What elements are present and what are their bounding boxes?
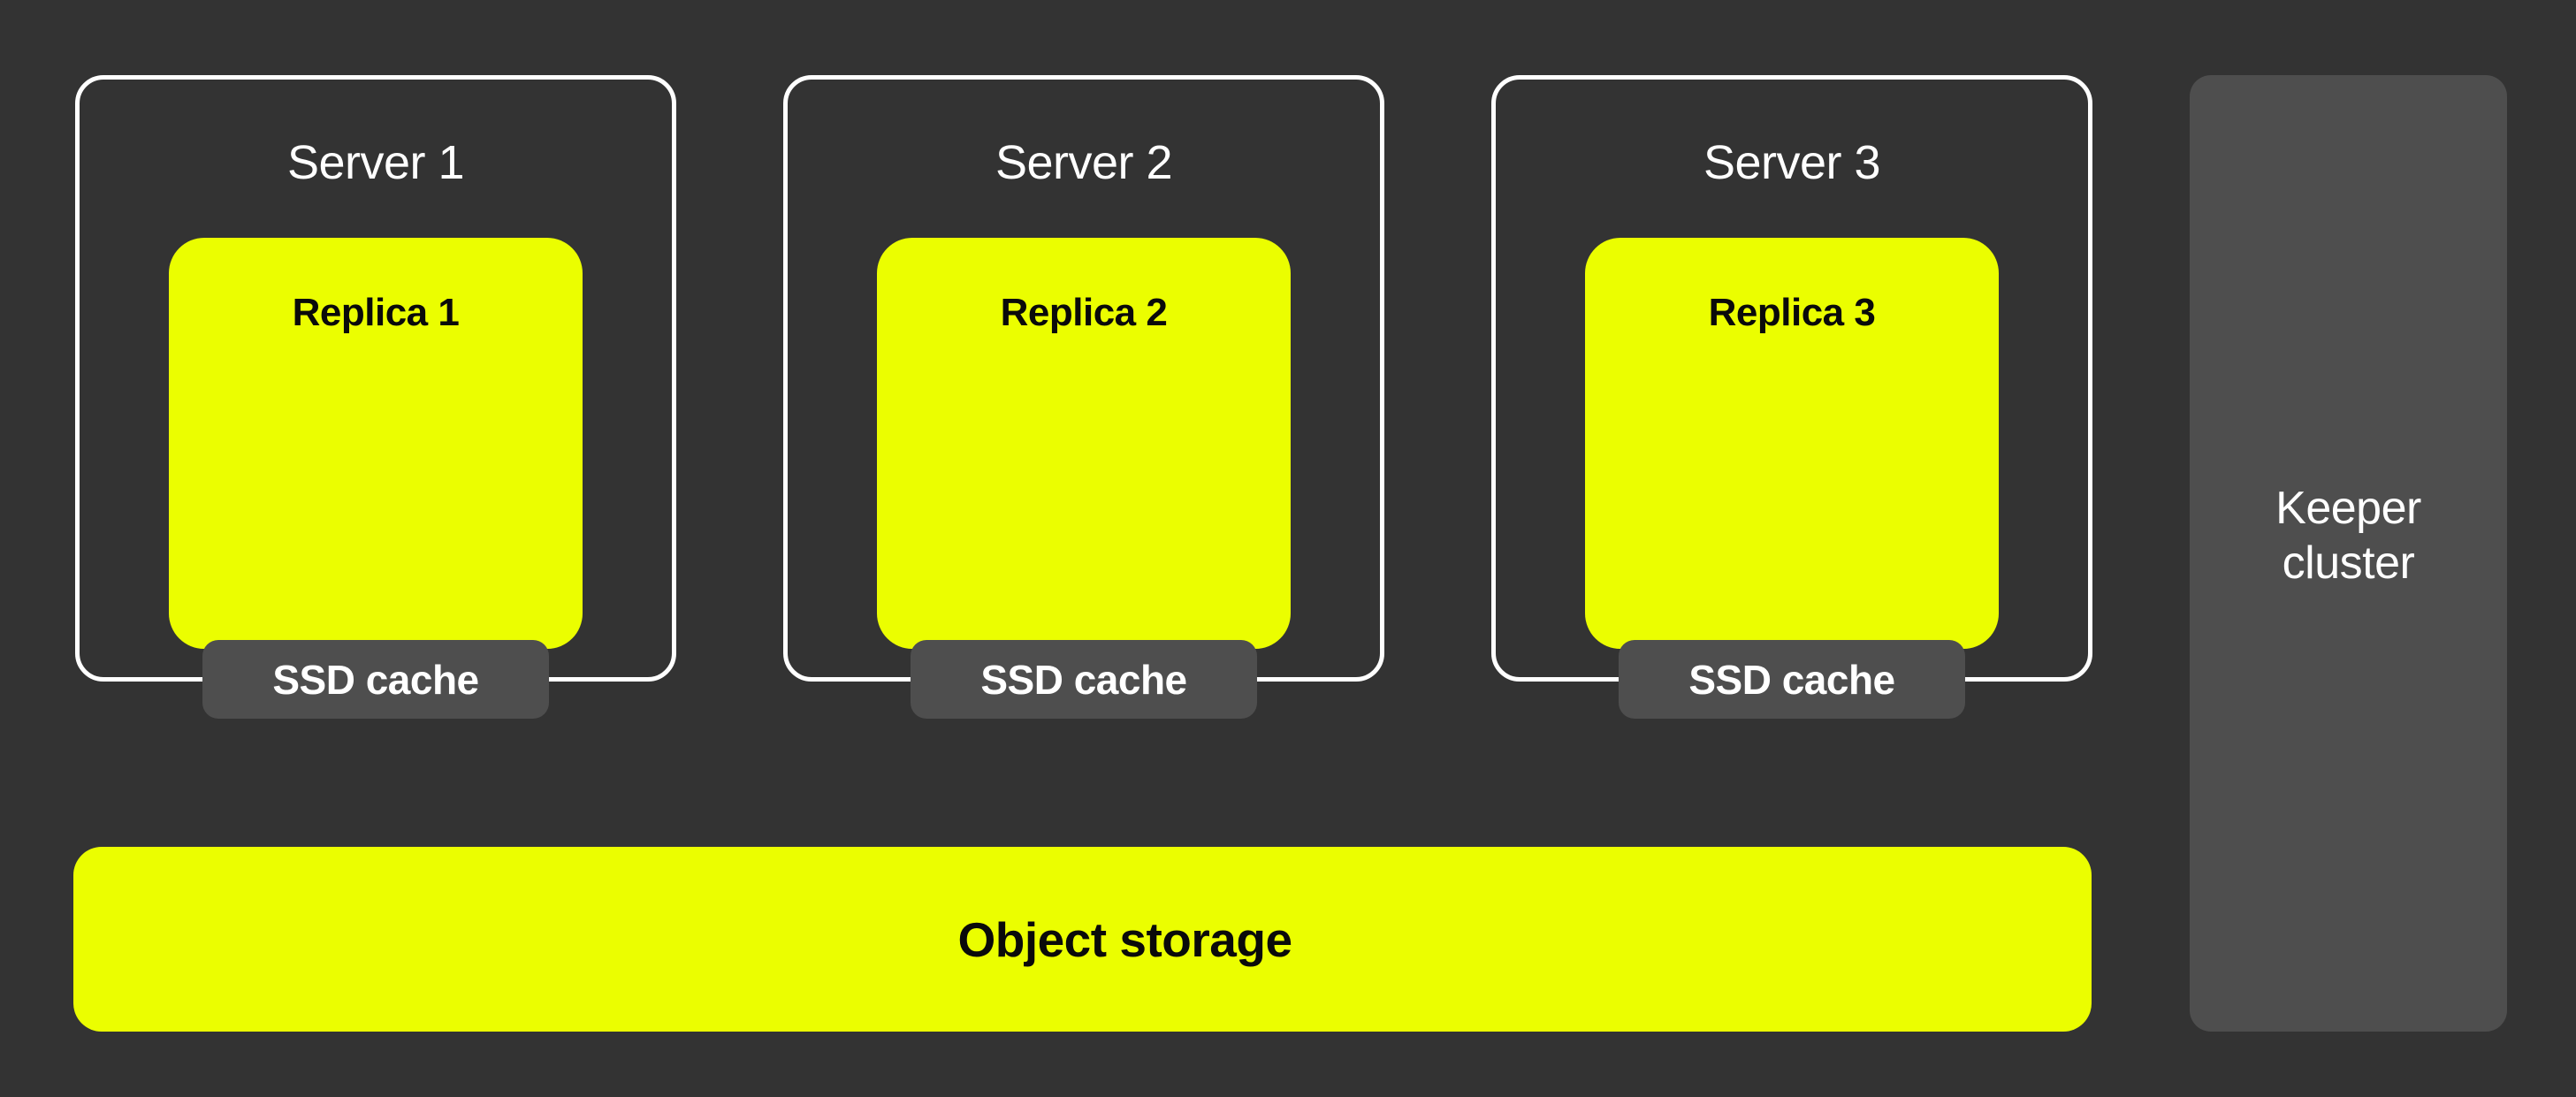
replica-label: Replica 2 (1000, 291, 1168, 334)
ssd-cache-badge: SSD cache (202, 640, 549, 719)
server-label: Server 2 (995, 136, 1173, 189)
server-3-box: Server 3 Replica 3 SSD cache (1491, 75, 2092, 719)
server-2-box: Server 2 Replica 2 SSD cache (783, 75, 1384, 719)
replica-2-box: Replica 2 (877, 238, 1291, 649)
object-storage-bar: Object storage (73, 847, 2092, 1032)
replica-1-box: Replica 1 (169, 238, 583, 649)
object-storage-label: Object storage (957, 911, 1292, 967)
server-1-box: Server 1 Replica 1 SSD cache (75, 75, 676, 719)
ssd-cache-badge: SSD cache (1619, 640, 1965, 719)
ssd-cache-badge: SSD cache (911, 640, 1257, 719)
ssd-cache-label: SSD cache (1688, 656, 1895, 703)
ssd-cache-label: SSD cache (272, 656, 479, 703)
replica-3-box: Replica 3 (1585, 238, 1999, 649)
replica-label: Replica 3 (1708, 291, 1876, 334)
server-label: Server 1 (286, 136, 465, 189)
server-label: Server 3 (1703, 136, 1881, 189)
ssd-cache-label: SSD cache (980, 656, 1187, 703)
replica-label: Replica 1 (292, 291, 460, 334)
keeper-cluster-panel: Keeper cluster (2190, 75, 2507, 1032)
keeper-cluster-label: Keeper cluster (2275, 483, 2421, 589)
